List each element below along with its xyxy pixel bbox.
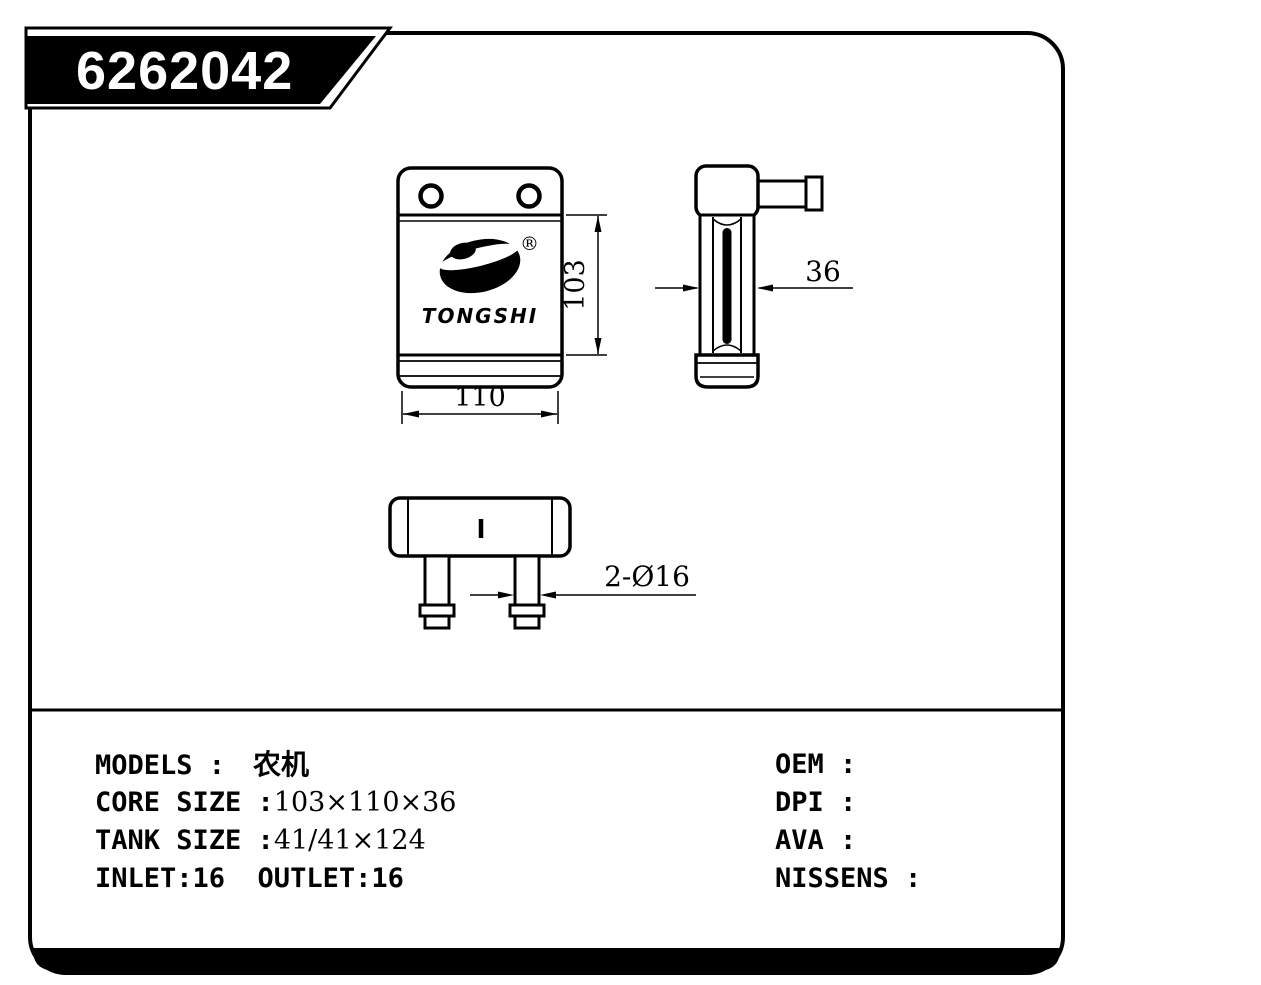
ava-label: AVA : — [775, 825, 857, 856]
dim-depth-label: 36 — [805, 255, 841, 288]
spec-row-inlet-outlet: INLET:16 OUTLET:16 — [95, 860, 456, 898]
dim-depth: 36 — [655, 255, 853, 292]
spec-column-left: MODELS : 农机 CORE SIZE :103×110×36 TANK SI… — [95, 746, 456, 898]
pipe-left — [418, 554, 456, 630]
bottom-view — [388, 496, 572, 630]
spec-row-core-size: CORE SIZE :103×110×36 — [95, 784, 456, 822]
frame-bottom-bar — [33, 948, 1060, 971]
frame-border — [28, 31, 1065, 975]
arrow-right-icon — [683, 284, 699, 292]
arrow-up-icon — [594, 216, 602, 232]
models-label: MODELS : — [95, 750, 226, 781]
tongshi-logo: ® TONGSHI — [422, 233, 539, 328]
mount-hole-left — [418, 183, 444, 209]
front-view: ® TONGSHI — [396, 166, 564, 389]
mount-hole-right — [516, 183, 542, 209]
part-number: 6262042 — [76, 41, 293, 101]
spec-row-models: MODELS : 农机 — [95, 746, 456, 784]
core-edge — [722, 228, 732, 344]
spec-row-ava: AVA : — [775, 822, 921, 860]
dim-core-width-label: 110 — [454, 382, 506, 413]
arrow-left-icon — [540, 591, 556, 599]
sheet-frame — [28, 31, 1065, 975]
side-bottom-tank — [694, 353, 760, 389]
dim-pipes: 2-Ø16 — [470, 560, 696, 599]
registered-mark: ® — [520, 233, 539, 255]
nissens-label: NISSENS : — [775, 863, 922, 894]
pipe-collar — [804, 175, 824, 212]
dim-core-height: 103 — [560, 214, 607, 356]
brand-name: TONGSHI — [422, 304, 538, 328]
core-size-value: 103×110×36 — [273, 787, 457, 818]
dim-core-height-label: 103 — [560, 259, 591, 311]
spec-row-nissens: NISSENS : — [775, 860, 921, 898]
spec-row-oem: OEM : — [775, 746, 921, 784]
arrow-down-icon — [594, 338, 602, 354]
side-view — [694, 164, 824, 389]
inlet-pipe — [754, 179, 810, 209]
side-top-tank — [694, 164, 760, 219]
logo-swoosh-head — [450, 242, 476, 260]
banner-ribbon — [26, 36, 376, 104]
tank-size-value: 41/41×124 — [273, 825, 426, 856]
dim-pipes-label: 2-Ø16 — [604, 560, 690, 593]
dim-core-width: 110 — [401, 382, 559, 424]
arrow-right-icon — [541, 410, 557, 418]
part-number-banner: 6262042 — [24, 26, 393, 110]
pipe-right — [508, 554, 546, 630]
logo-swoosh-cut — [439, 243, 519, 271]
spec-column-right: OEM : DPI : AVA : NISSENS : — [775, 746, 921, 898]
models-value: 农机 — [253, 748, 310, 781]
spec-table: MODELS : 农机 CORE SIZE :103×110×36 TANK SI… — [0, 746, 1261, 926]
spec-row-tank-size: TANK SIZE :41/41×124 — [95, 822, 456, 860]
arrow-right-icon — [498, 591, 514, 599]
core-size-label: CORE SIZE : — [95, 787, 274, 818]
spec-row-dpi: DPI : — [775, 784, 921, 822]
oem-label: OEM : — [775, 749, 857, 780]
inlet-outlet-label: INLET:16 OUTLET:16 — [95, 863, 404, 894]
dpi-label: DPI : — [775, 787, 857, 818]
arrow-left-icon — [403, 410, 419, 418]
tank-size-label: TANK SIZE : — [95, 825, 274, 856]
